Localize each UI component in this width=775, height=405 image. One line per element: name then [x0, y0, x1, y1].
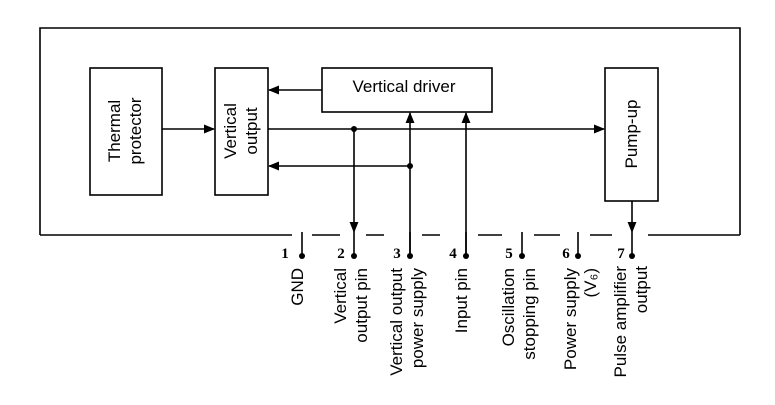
- pin-label-7-line1: Pulse amplifier: [611, 266, 630, 378]
- vertical-output-label-2: output: [242, 107, 261, 155]
- vertical-driver-label: Vertical driver: [353, 77, 456, 96]
- pin-label-2-line1: Vertical: [331, 268, 350, 324]
- pin-label-5-line2: stopping pin: [520, 268, 539, 360]
- pin-label-6-line2: (V₆): [581, 268, 600, 298]
- ic-outline: [39, 27, 741, 236]
- pin-number-4: 4: [449, 246, 457, 262]
- pin-stubs: [299, 232, 635, 259]
- pin-number-3: 3: [393, 246, 401, 262]
- pin-number-7: 7: [617, 246, 625, 262]
- pin-label-1: GND: [288, 268, 307, 306]
- pin-label-5-line1: Oscillation: [499, 268, 518, 346]
- pin-label-4: Input pin: [452, 268, 471, 333]
- signal-lines: [162, 85, 637, 255]
- pin-label-6-line1: Power supply: [561, 268, 580, 371]
- pump-up-block: Pump-up: [604, 67, 659, 202]
- pump-up-label: Pump-up: [622, 100, 641, 169]
- pin-number-1: 1: [281, 246, 289, 262]
- pin-number-2: 2: [337, 246, 345, 262]
- thermal-protector-label-1: Thermal: [105, 100, 124, 162]
- pin-number-6: 6: [562, 246, 570, 262]
- pin-label-7-line2: output: [632, 266, 651, 314]
- pin-number-5: 5: [505, 246, 513, 262]
- pin-label-3-line1: Vertical output: [387, 268, 406, 376]
- pin-numbers: 1 2 3 4 5 6 7: [281, 246, 625, 262]
- vertical-driver-block: Vertical driver: [321, 67, 493, 113]
- vertical-output-label-1: Vertical: [221, 103, 240, 159]
- pin-label-3-line2: power supply: [408, 268, 427, 369]
- pin-labels: GND Vertical output pin Vertical output …: [288, 266, 651, 378]
- thermal-protector-block: Thermal protector: [89, 67, 163, 196]
- thermal-protector-label-2: protector: [126, 97, 145, 164]
- vertical-output-block: Vertical output: [214, 67, 269, 196]
- pin-label-2-line2: output pin: [352, 268, 371, 343]
